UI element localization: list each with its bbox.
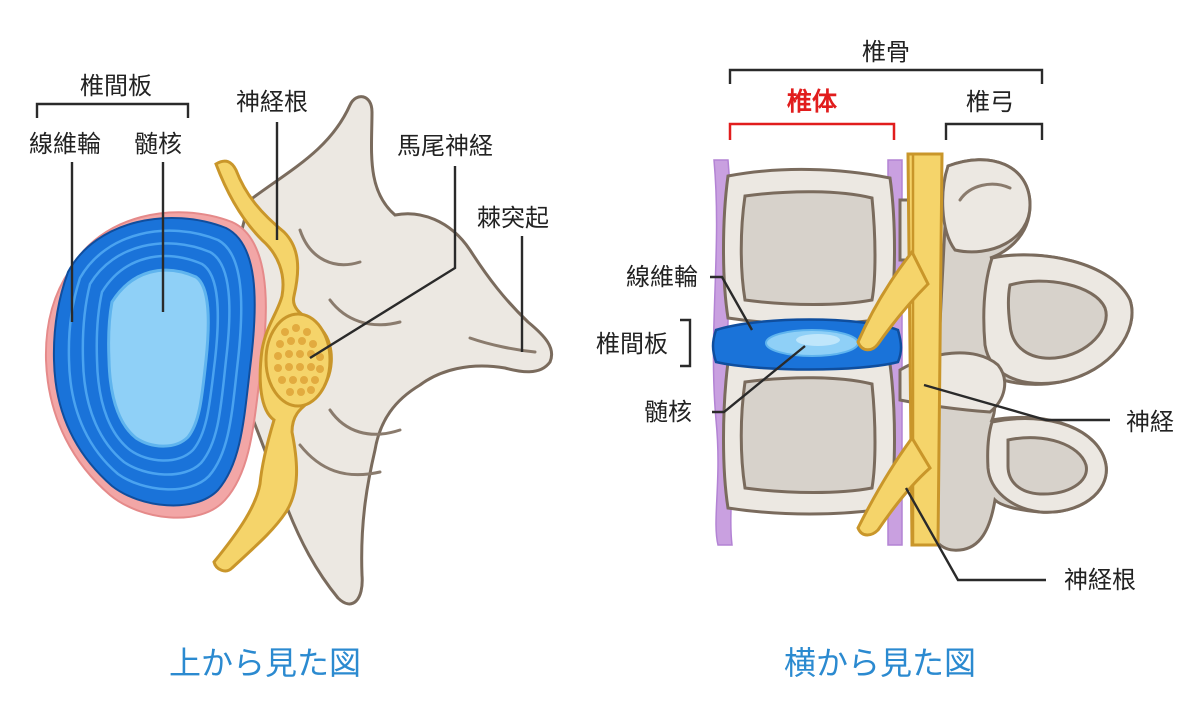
cauda-leader <box>309 166 457 360</box>
top-view: 椎間板 線維輪 髄核 神経根 馬尾神経 棘突起 上から見た図 <box>29 72 553 682</box>
side-view-caption: 横から見た図 <box>784 644 976 682</box>
side-disc-bracket <box>680 318 692 368</box>
side-nerve-root-leader <box>904 487 1046 582</box>
side-annulus-leader <box>710 275 754 331</box>
nerve-root-label: 神経根 <box>236 88 308 116</box>
vertebral-arch-bracket <box>944 122 1044 140</box>
disc-label: 椎間板 <box>80 72 152 100</box>
annulus-label: 線維輪 <box>29 130 101 158</box>
top-labels: 椎間板 線維輪 髄核 神経根 馬尾神経 棘突起 <box>29 72 549 360</box>
side-nucleus-label: 髄核 <box>644 398 692 426</box>
vertebral-arch-label: 椎弓 <box>966 88 1014 116</box>
side-nerve <box>856 152 944 547</box>
side-disc <box>711 318 903 371</box>
side-nerve-leader <box>923 383 1110 422</box>
side-nerve-root-label: 神経根 <box>1064 566 1136 594</box>
top-view-caption: 上から見た図 <box>169 644 361 682</box>
side-disc-label: 椎間板 <box>596 330 668 358</box>
vertebra-label: 椎骨 <box>862 38 910 66</box>
vertebral-body-label: 椎体 <box>787 87 838 116</box>
top-nerve <box>212 159 333 573</box>
side-nucleus-leader <box>712 345 806 414</box>
cauda-label: 馬尾神経 <box>397 132 493 160</box>
vertebra-bracket <box>728 68 1044 84</box>
top-disc <box>44 211 267 519</box>
nucleus-label: 髄核 <box>134 130 182 158</box>
side-nerve-label: 神経 <box>1126 408 1174 436</box>
side-labels: 椎骨 椎体 椎弓 線維輪 椎間板 髄核 神経 神経根 <box>596 38 1174 594</box>
side-vertebral-arch <box>898 158 1134 552</box>
disc-bracket <box>35 102 190 118</box>
side-vertebral-bodies <box>722 167 896 516</box>
side-annulus-label: 線維輪 <box>626 263 698 291</box>
side-view: 椎骨 椎体 椎弓 線維輪 椎間板 髄核 神経 神経根 横から見た図 <box>596 38 1174 682</box>
vertebral-body-bracket <box>728 122 896 140</box>
spinous-label: 棘突起 <box>477 204 549 232</box>
cauda-fibers <box>274 324 324 396</box>
